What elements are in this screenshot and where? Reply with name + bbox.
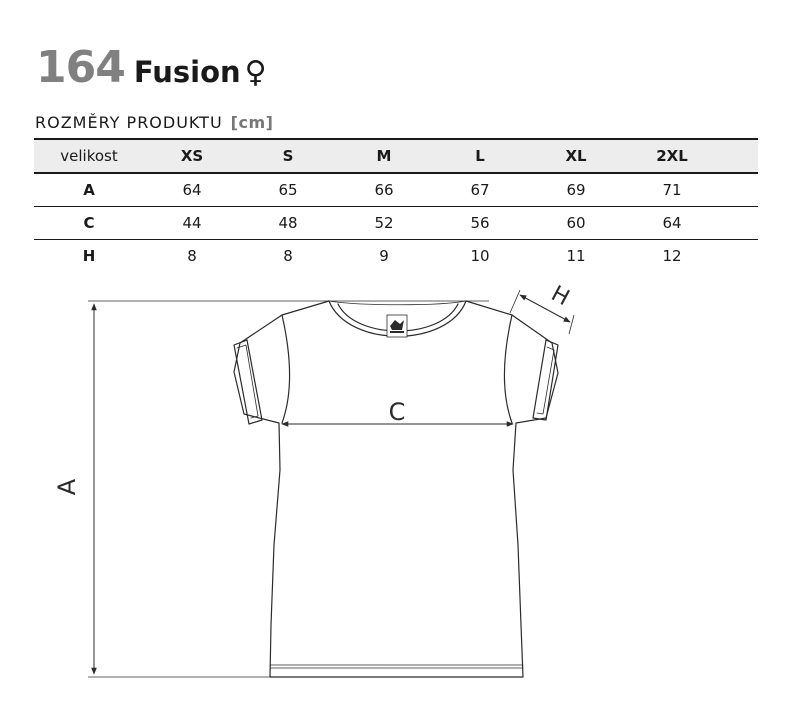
product-header: 164 Fusion ♀ <box>36 38 267 90</box>
tshirt-outline <box>233 300 559 678</box>
row-label: H <box>82 247 96 265</box>
table-row: C 44 48 52 56 60 64 <box>34 207 758 240</box>
female-symbol-icon: ♀ <box>244 55 267 90</box>
table-cell: 48 <box>278 214 298 232</box>
size-table: velikost XS S M L XL 2XL A 64 65 66 67 6… <box>34 138 758 272</box>
table-cell: 8 <box>283 247 293 265</box>
table-cell: 56 <box>470 214 490 232</box>
left-sleeve-cuff <box>233 339 263 425</box>
table-cell: 9 <box>379 247 389 265</box>
table-row: H 8 8 9 10 11 12 <box>34 240 758 273</box>
table-cell: 11 <box>566 247 586 265</box>
table-cell: 66 <box>374 181 394 199</box>
column-header: L <box>475 147 485 165</box>
measurement-h <box>509 289 575 335</box>
table-cell: 44 <box>182 214 202 232</box>
table-cell: 67 <box>470 181 490 199</box>
section-title: ROZMĚRY PRODUKTU [cm] <box>35 113 273 132</box>
table-cell: 60 <box>566 214 586 232</box>
column-header: velikost <box>60 147 118 165</box>
table-cell: 64 <box>662 214 682 232</box>
table-cell: 52 <box>374 214 394 232</box>
column-header: M <box>376 147 392 165</box>
table-row: A 64 65 66 67 69 71 <box>34 173 758 207</box>
measurement-h-label: H <box>547 281 573 311</box>
column-header: XS <box>180 147 204 165</box>
table-cell: 12 <box>662 247 682 265</box>
table-cell: 65 <box>278 181 298 199</box>
table-cell: 64 <box>182 181 202 199</box>
measurement-a-label: A <box>53 478 81 495</box>
column-header: S <box>282 147 294 165</box>
unit-label: [cm] <box>230 113 274 132</box>
right-sleeve-seam <box>503 314 513 424</box>
table-cell: 71 <box>662 181 682 199</box>
right-sleeve-cuff <box>532 339 559 421</box>
section-title-label: ROZMĚRY PRODUKTU <box>35 113 223 132</box>
left-sleeve-seam <box>281 314 291 424</box>
measurement-a <box>88 300 489 678</box>
product-name: Fusion <box>133 55 241 89</box>
column-header: 2XL <box>656 147 688 165</box>
label-tag <box>386 314 408 338</box>
table-cell: 8 <box>187 247 197 265</box>
table-cell: 69 <box>566 181 586 199</box>
size-header-row: velikost XS S M L XL 2XL <box>34 139 758 173</box>
row-label: A <box>83 181 95 199</box>
row-label: C <box>83 214 95 232</box>
product-code: 164 <box>36 42 126 93</box>
measurement-c-label: C <box>389 398 406 426</box>
column-header: XL <box>565 147 587 165</box>
table-cell: 10 <box>470 247 490 265</box>
